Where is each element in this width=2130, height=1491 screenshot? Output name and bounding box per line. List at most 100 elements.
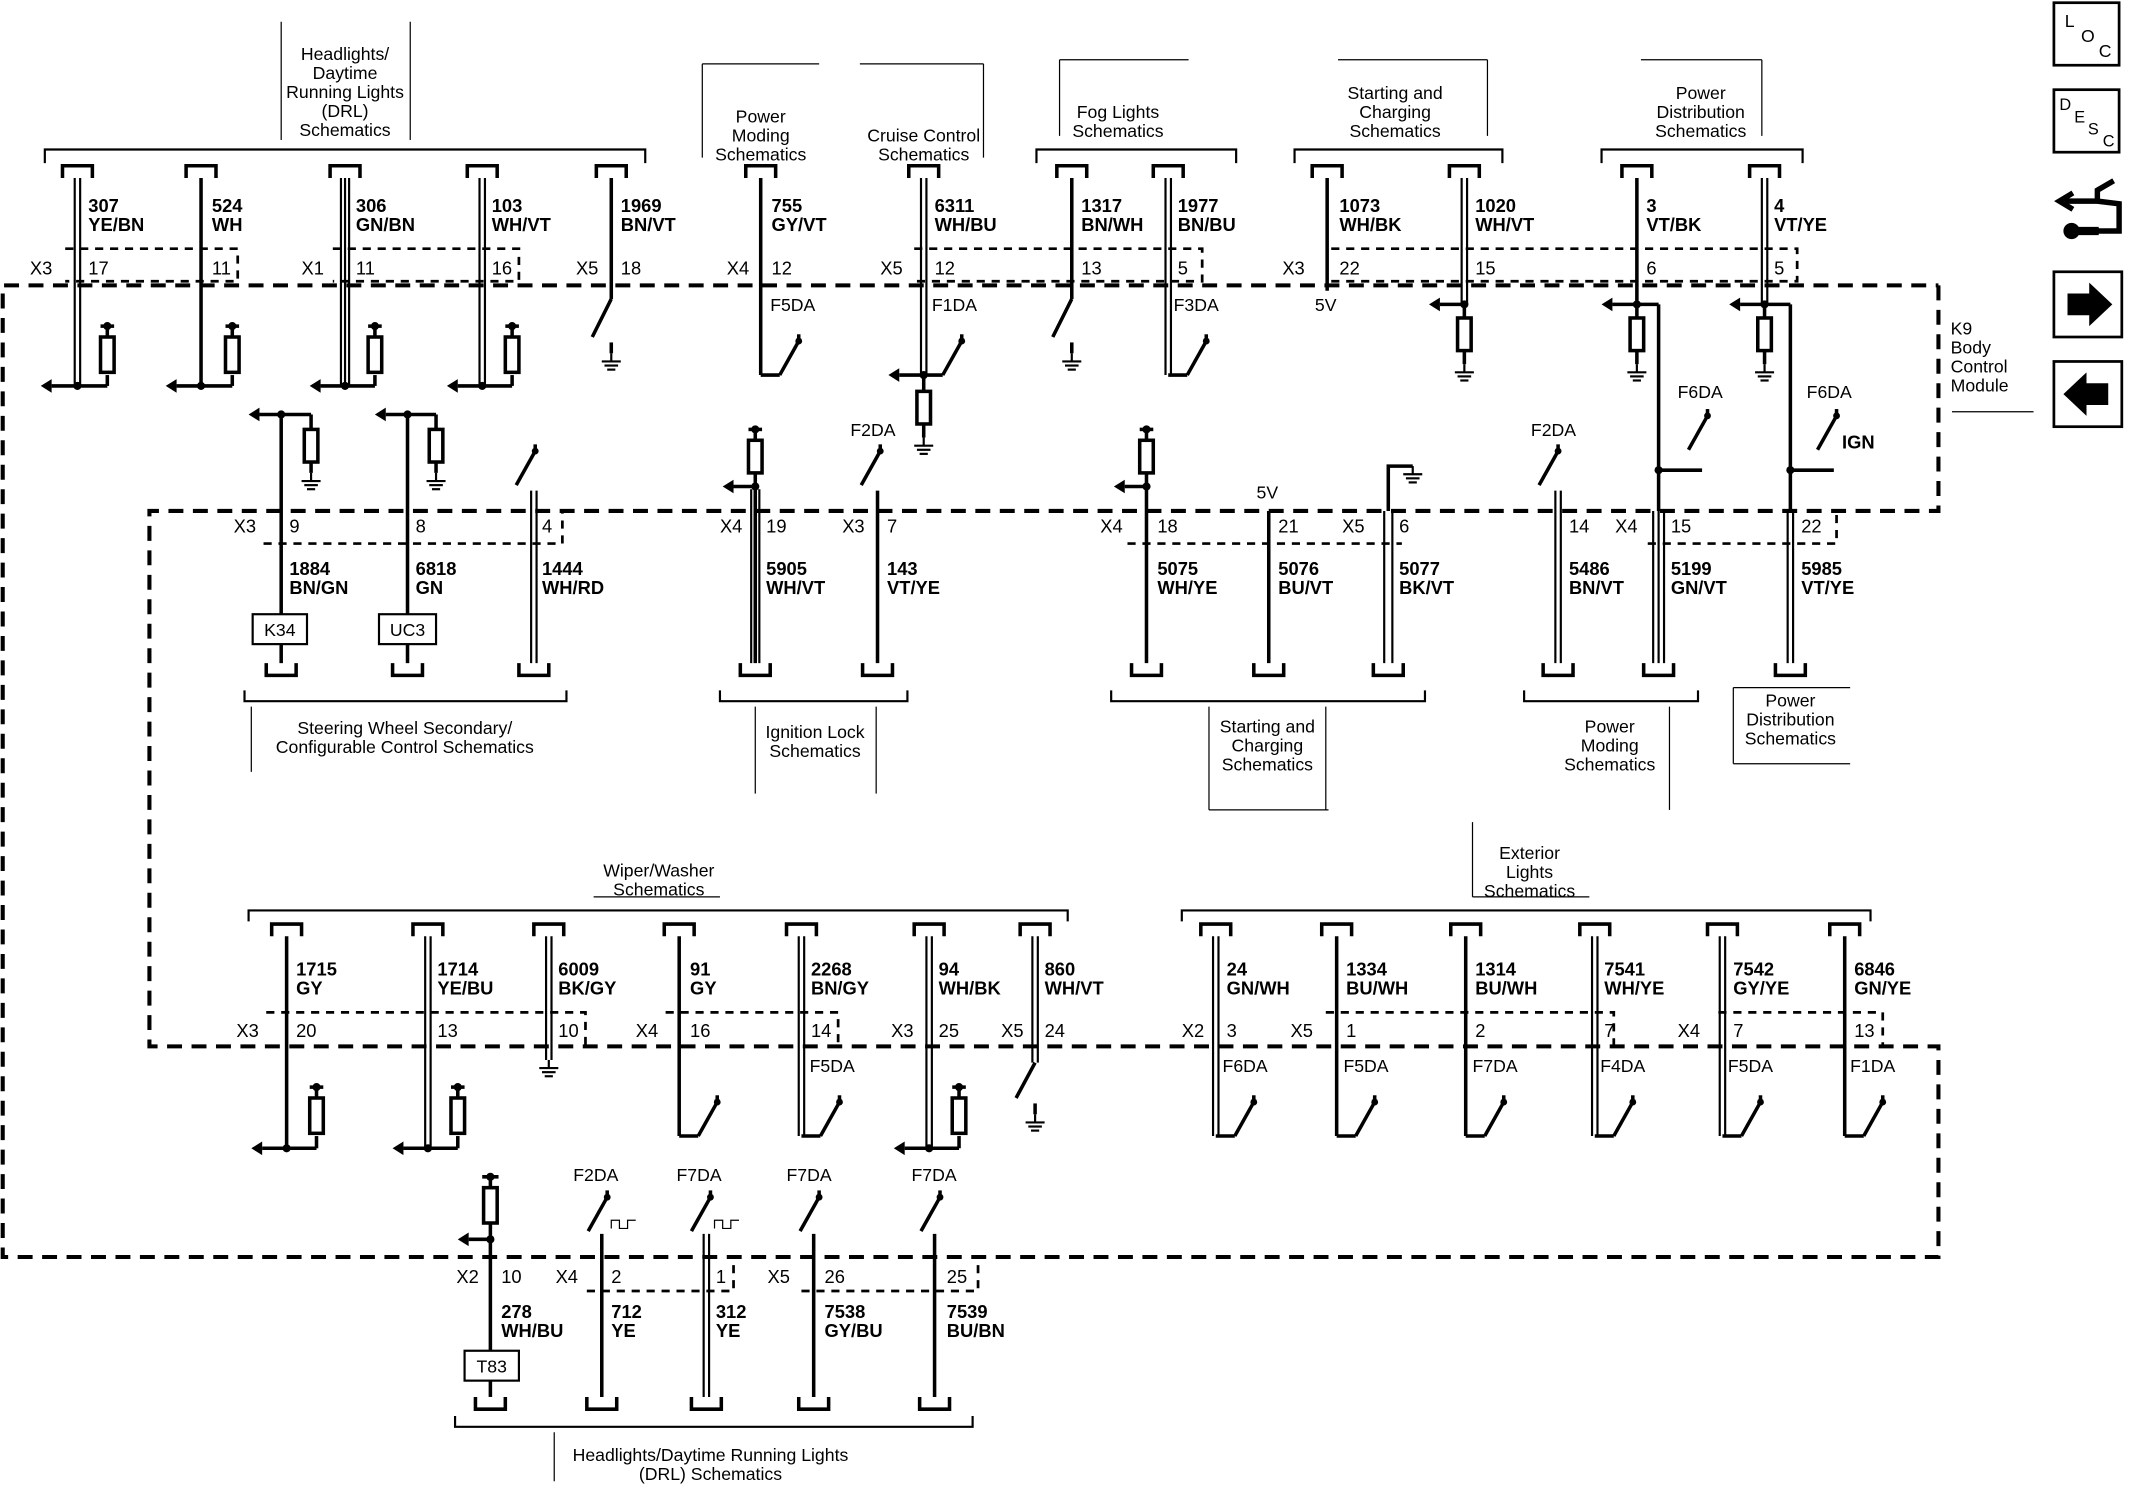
svg-text:X3: X3 xyxy=(234,516,256,537)
connector-view-icon[interactable] xyxy=(2054,178,2122,240)
schematic-ref-wiper[interactable]: Wiper/Washer Schematics xyxy=(247,860,1069,922)
svg-text:524: 524 xyxy=(212,195,243,216)
svg-text:GY: GY xyxy=(296,978,322,999)
schematic-ref-drl-top[interactable]: Headlights/ Daytime Running Lights (DRL)… xyxy=(43,21,647,164)
schematic-ref-starting-mid[interactable]: Starting and Charging Schematics xyxy=(1110,690,1427,811)
svg-text:1969: 1969 xyxy=(621,195,662,216)
svg-text:WH/BK: WH/BK xyxy=(1339,214,1402,235)
svg-text:X5: X5 xyxy=(1290,1020,1312,1041)
schematic-ref-cruise[interactable]: Cruise Control Schematics xyxy=(859,63,985,164)
schematic-ref-exterior[interactable]: Exterior Lights Schematics xyxy=(1180,822,1872,922)
circuit-712: F2DA X4 2 712 YE xyxy=(556,1165,642,1411)
svg-text:Moding: Moding xyxy=(1581,735,1639,755)
svg-text:GN/WH: GN/WH xyxy=(1227,978,1290,999)
svg-text:5199: 5199 xyxy=(1671,558,1712,579)
svg-text:UC3: UC3 xyxy=(390,620,425,640)
circuit-5905: X4 19 5905 WH/VT xyxy=(720,425,825,678)
svg-text:1444: 1444 xyxy=(542,558,584,579)
svg-text:C: C xyxy=(2103,133,2115,151)
circuit-91: 91 GY X4 16 xyxy=(636,922,721,1138)
svg-text:X4: X4 xyxy=(720,516,742,537)
svg-text:C: C xyxy=(2099,41,2112,61)
circuit-1317: 1317 BN/WH 13 xyxy=(1051,164,1143,371)
circuit-94: 94 WH/BK X3 25 xyxy=(891,922,1002,1156)
svg-text:X5: X5 xyxy=(1342,516,1364,537)
circuit-860: 860 WH/VT X5 24 xyxy=(1001,922,1104,1132)
svg-text:15: 15 xyxy=(1475,257,1495,278)
circuit-5486: F2DA 14 5486 BN/VT xyxy=(1531,420,1624,678)
svg-text:WH: WH xyxy=(212,214,243,235)
svg-text:GN/VT: GN/VT xyxy=(1671,577,1727,598)
schematic-ref-power-dist-top[interactable]: Power Distribution Schematics xyxy=(1600,59,1804,164)
svg-text:Starting and: Starting and xyxy=(1220,716,1315,736)
svg-text:6311: 6311 xyxy=(935,195,975,216)
svg-text:1: 1 xyxy=(1346,1020,1356,1041)
circuit-7539: F7DA 25 7539 BU/BN xyxy=(911,1165,1005,1411)
circuit-307: 307 YE/BN X3 17 xyxy=(30,164,144,393)
svg-text:14: 14 xyxy=(1569,516,1589,537)
svg-text:X4: X4 xyxy=(636,1020,658,1041)
svg-text:5905: 5905 xyxy=(766,558,807,579)
circuit-5985: 22 5985 VT/YE xyxy=(1773,510,1854,678)
svg-text:20: 20 xyxy=(296,1020,316,1041)
svg-text:BN/GY: BN/GY xyxy=(811,978,869,999)
schematic-ref-power-dist-mid[interactable]: Power Distribution Schematics xyxy=(1732,686,1851,765)
svg-text:26: 26 xyxy=(825,1266,845,1287)
svg-text:VT/BK: VT/BK xyxy=(1646,214,1702,235)
svg-text:Charging: Charging xyxy=(1359,102,1431,122)
schematic-ref-power-moding-mid[interactable]: Power Moding Schematics xyxy=(1523,690,1700,810)
next-arrow-button[interactable] xyxy=(2052,270,2124,339)
svg-text:2268: 2268 xyxy=(811,959,852,980)
svg-text:GY/VT: GY/VT xyxy=(772,214,827,235)
svg-text:Headlights/Daytime Running Lig: Headlights/Daytime Running Lights xyxy=(573,1445,849,1465)
svg-text:F6DA: F6DA xyxy=(1678,382,1723,402)
circuit-524: 524 WH 11 xyxy=(165,164,243,393)
schematic-ref-drl-bottom[interactable]: Headlights/Daytime Running Lights (DRL) … xyxy=(453,1415,974,1484)
svg-text:Schematics: Schematics xyxy=(1484,881,1575,901)
svg-text:WH/VT: WH/VT xyxy=(1475,214,1534,235)
svg-text:18: 18 xyxy=(1157,516,1177,537)
circuit-5075: X4 18 5075 WH/YE xyxy=(1100,425,1217,678)
svg-text:1073: 1073 xyxy=(1339,195,1380,216)
svg-text:10: 10 xyxy=(558,1020,578,1041)
svg-text:VT/YE: VT/YE xyxy=(887,577,940,598)
svg-text:Schematics: Schematics xyxy=(299,120,390,140)
schematic-ref-fog[interactable]: Fog Lights Schematics xyxy=(1035,59,1238,164)
loc-button[interactable]: L O C xyxy=(2052,1,2121,67)
svg-text:1020: 1020 xyxy=(1475,195,1516,216)
svg-text:YE/BN: YE/BN xyxy=(88,214,144,235)
svg-text:F5DA: F5DA xyxy=(810,1056,855,1076)
circuit-6009: 6009 BK/GY 10 xyxy=(532,922,616,1078)
svg-text:1317: 1317 xyxy=(1081,195,1122,216)
svg-text:YE/BU: YE/BU xyxy=(437,978,493,999)
svg-text:Schematics: Schematics xyxy=(1349,121,1440,141)
svg-text:F7DA: F7DA xyxy=(911,1165,956,1185)
desc-button[interactable]: D E S C xyxy=(2052,88,2121,154)
svg-text:Steering Wheel Secondary/: Steering Wheel Secondary/ xyxy=(297,718,512,738)
circuit-3: 3 VT/BK 6 F6DA xyxy=(1601,164,1723,511)
schematic-ref-starting-top[interactable]: Starting and Charging Schematics xyxy=(1293,59,1504,164)
svg-text:9: 9 xyxy=(289,516,299,537)
svg-text:X3: X3 xyxy=(891,1020,913,1041)
svg-text:Power: Power xyxy=(1676,83,1726,103)
svg-text:X2: X2 xyxy=(1182,1020,1204,1041)
schematic-ref-power-moding-top[interactable]: Power Moding Schematics xyxy=(701,63,820,164)
svg-text:Distribution: Distribution xyxy=(1746,710,1834,730)
svg-text:X3: X3 xyxy=(842,516,864,537)
circuit-312: F7DA 1 312 YE xyxy=(676,1165,746,1411)
svg-text:F6DA: F6DA xyxy=(1807,382,1852,402)
svg-text:X3: X3 xyxy=(30,257,52,278)
prev-arrow-button[interactable] xyxy=(2052,360,2124,429)
circuit-1314: 1314 BU/WH 2 F7DA xyxy=(1449,922,1537,1138)
schematic-ref-ignition[interactable]: Ignition Lock Schematics xyxy=(718,690,909,794)
svg-text:BU/WH: BU/WH xyxy=(1475,978,1537,999)
svg-text:F7DA: F7DA xyxy=(787,1165,832,1185)
svg-text:17: 17 xyxy=(88,257,108,278)
svg-text:WH/BU: WH/BU xyxy=(501,1320,563,1341)
svg-text:18: 18 xyxy=(621,257,641,278)
schematic-ref-steering[interactable]: Steering Wheel Secondary/ Configurable C… xyxy=(243,690,568,772)
svg-text:BN/VT: BN/VT xyxy=(1569,577,1624,598)
svg-text:7: 7 xyxy=(1733,1020,1743,1041)
svg-text:F6DA: F6DA xyxy=(1223,1056,1268,1076)
